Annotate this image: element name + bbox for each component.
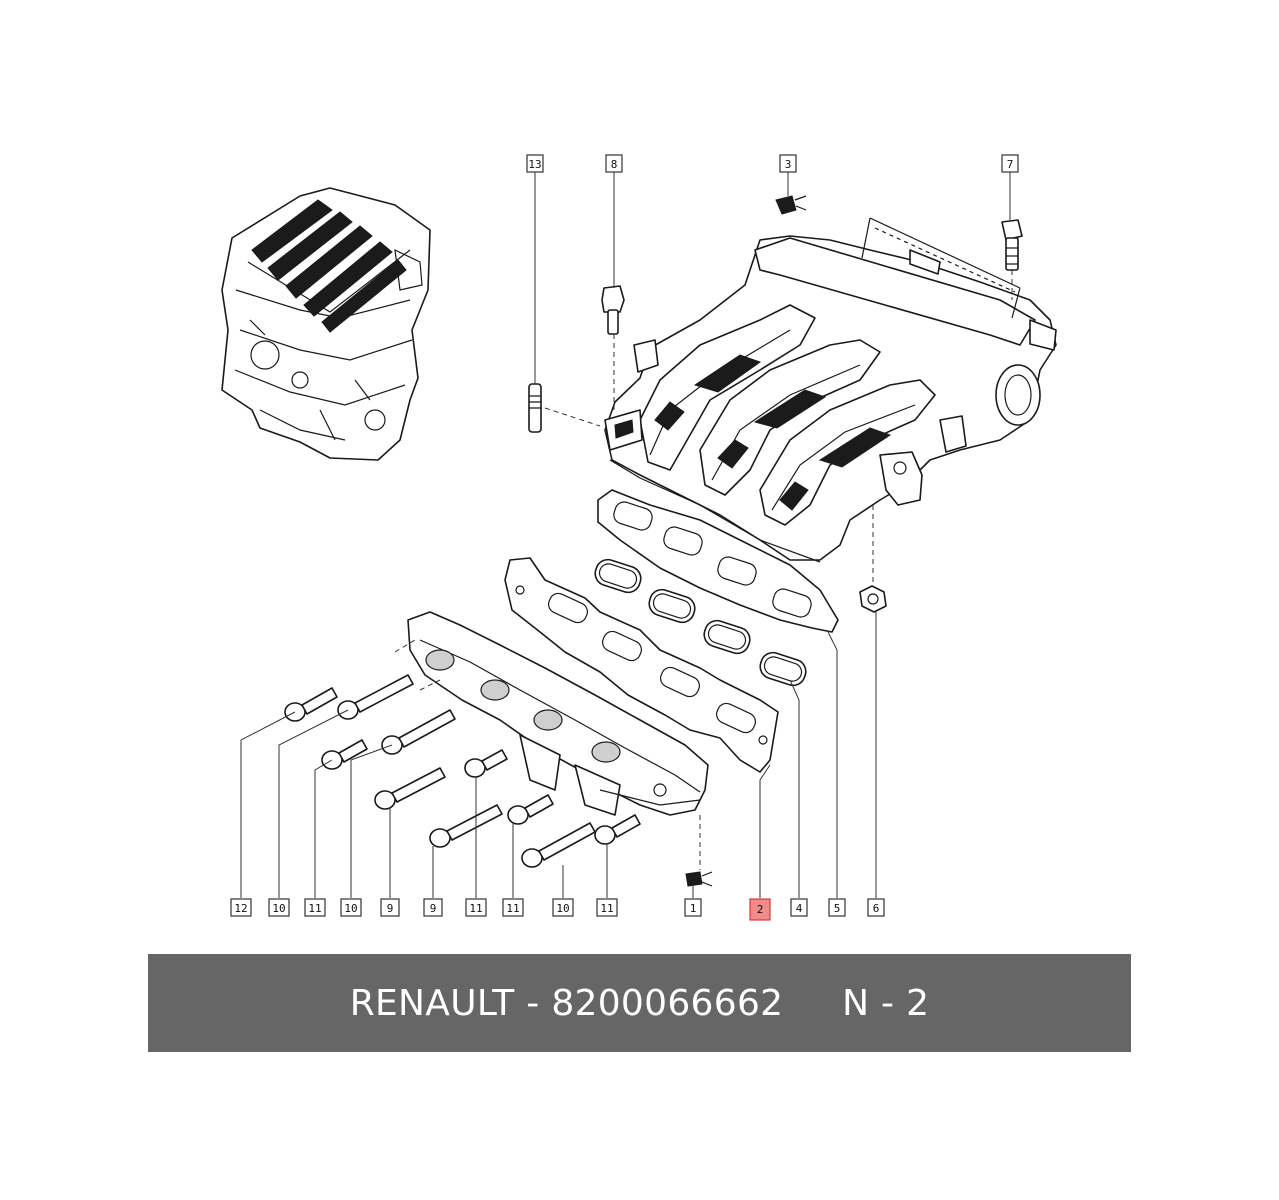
svg-text:13: 13 bbox=[528, 158, 541, 171]
callout-11: 11 bbox=[465, 898, 487, 917]
callout-8: 8 bbox=[605, 154, 623, 173]
callout-3: 3 bbox=[779, 154, 797, 173]
callout-4: 4 bbox=[790, 898, 808, 917]
callout-11: 11 bbox=[502, 898, 524, 917]
svg-text:6: 6 bbox=[873, 902, 880, 915]
part-number-text: RENAULT - 8200066662 N - 2 bbox=[349, 982, 930, 1024]
callout-12: 12 bbox=[230, 898, 252, 917]
svg-text:3: 3 bbox=[785, 158, 792, 171]
callout-6: 6 bbox=[867, 898, 885, 917]
callout-10: 10 bbox=[340, 898, 362, 917]
svg-text:9: 9 bbox=[430, 902, 437, 915]
part-number-banner: RENAULT - 8200066662 N - 2 bbox=[148, 954, 1131, 1052]
svg-text:11: 11 bbox=[600, 902, 613, 915]
callout-2-highlighted: 2 bbox=[749, 898, 771, 921]
callout-11: 11 bbox=[304, 898, 326, 917]
svg-text:10: 10 bbox=[556, 902, 569, 915]
callout-10: 10 bbox=[268, 898, 290, 917]
intake-gasket bbox=[597, 489, 839, 633]
svg-text:11: 11 bbox=[506, 902, 519, 915]
callout-10: 10 bbox=[552, 898, 574, 917]
engine-thumbnail bbox=[221, 187, 431, 461]
callout-11: 11 bbox=[596, 898, 618, 917]
leader-lines bbox=[240, 172, 1013, 898]
svg-text:1: 1 bbox=[690, 902, 697, 915]
svg-text:10: 10 bbox=[272, 902, 285, 915]
callout-13: 13 bbox=[526, 154, 544, 173]
intake-manifold bbox=[604, 217, 1057, 563]
svg-text:10: 10 bbox=[344, 902, 357, 915]
port-seals bbox=[594, 558, 807, 687]
svg-text:5: 5 bbox=[834, 902, 841, 915]
callout-7: 7 bbox=[1001, 154, 1019, 173]
callout-5: 5 bbox=[828, 898, 846, 917]
svg-text:9: 9 bbox=[387, 902, 394, 915]
svg-text:11: 11 bbox=[308, 902, 321, 915]
svg-text:12: 12 bbox=[234, 902, 247, 915]
callout-1: 1 bbox=[684, 898, 702, 917]
callout-9: 9 bbox=[423, 898, 443, 917]
svg-text:7: 7 bbox=[1007, 158, 1014, 171]
fasteners bbox=[284, 195, 1023, 887]
svg-text:11: 11 bbox=[469, 902, 482, 915]
svg-text:4: 4 bbox=[796, 902, 803, 915]
callout-9: 9 bbox=[380, 898, 400, 917]
exhaust-manifold bbox=[407, 611, 709, 816]
exhaust-gasket bbox=[504, 557, 779, 773]
svg-text:8: 8 bbox=[611, 158, 618, 171]
svg-text:2: 2 bbox=[757, 903, 764, 916]
